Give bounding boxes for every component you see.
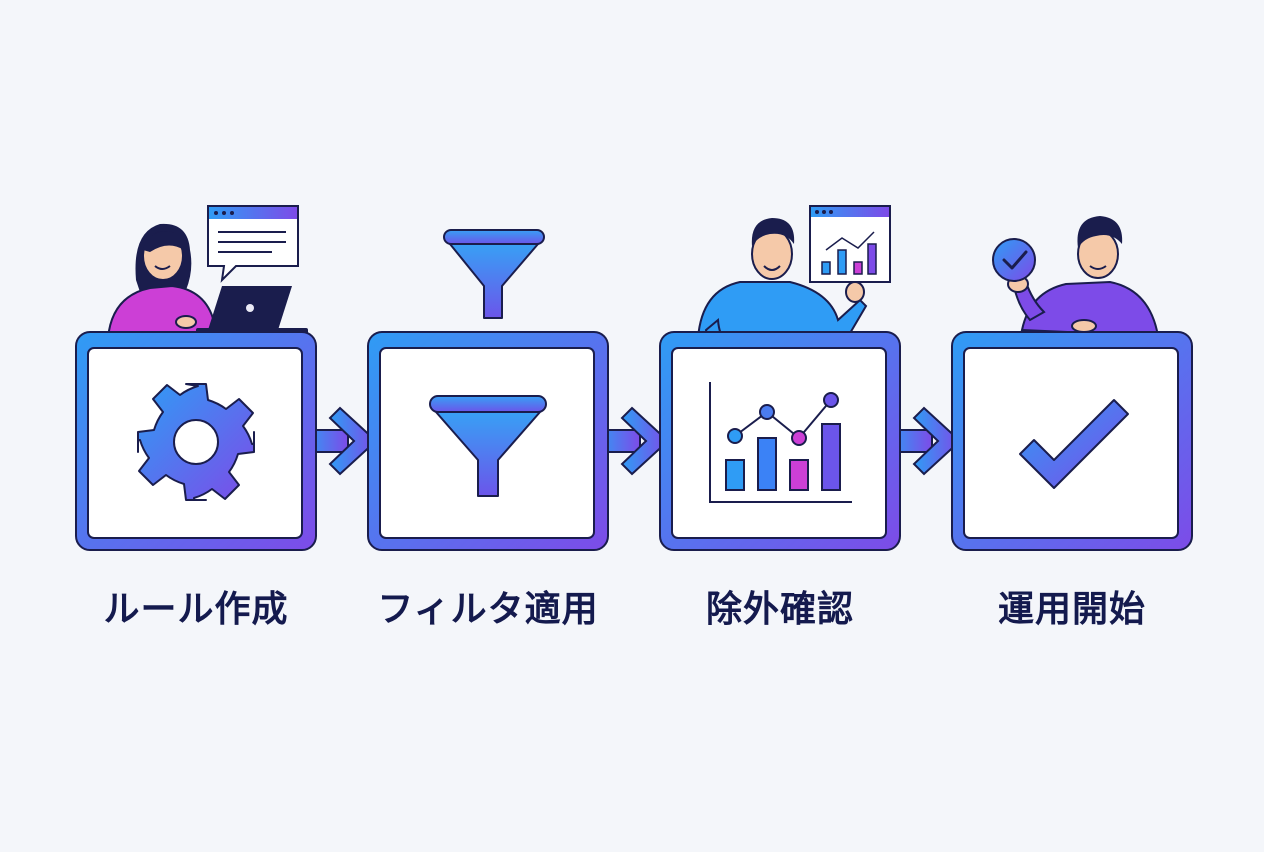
speech-window-icon: [207, 205, 299, 283]
step-4-person-man: [1007, 216, 1160, 338]
checkmark-icon: [1019, 399, 1129, 489]
step-4-label: 運用開始: [997, 589, 1146, 630]
funnel-icon: [429, 395, 547, 497]
chart-icon: [709, 382, 852, 503]
step-2-label: フィルタ適用: [377, 589, 599, 630]
chart-window-icon: [809, 205, 891, 283]
laptop-icon: [196, 286, 308, 334]
floating-funnel-icon: [443, 229, 545, 319]
step-3-card: [659, 331, 901, 551]
step-1-label: ルール作成: [103, 589, 289, 630]
gear-icon: [137, 383, 255, 501]
check-badge-icon: [992, 238, 1036, 282]
step-1-person-woman: [106, 223, 215, 339]
step-3-label: 除外確認: [705, 589, 854, 630]
